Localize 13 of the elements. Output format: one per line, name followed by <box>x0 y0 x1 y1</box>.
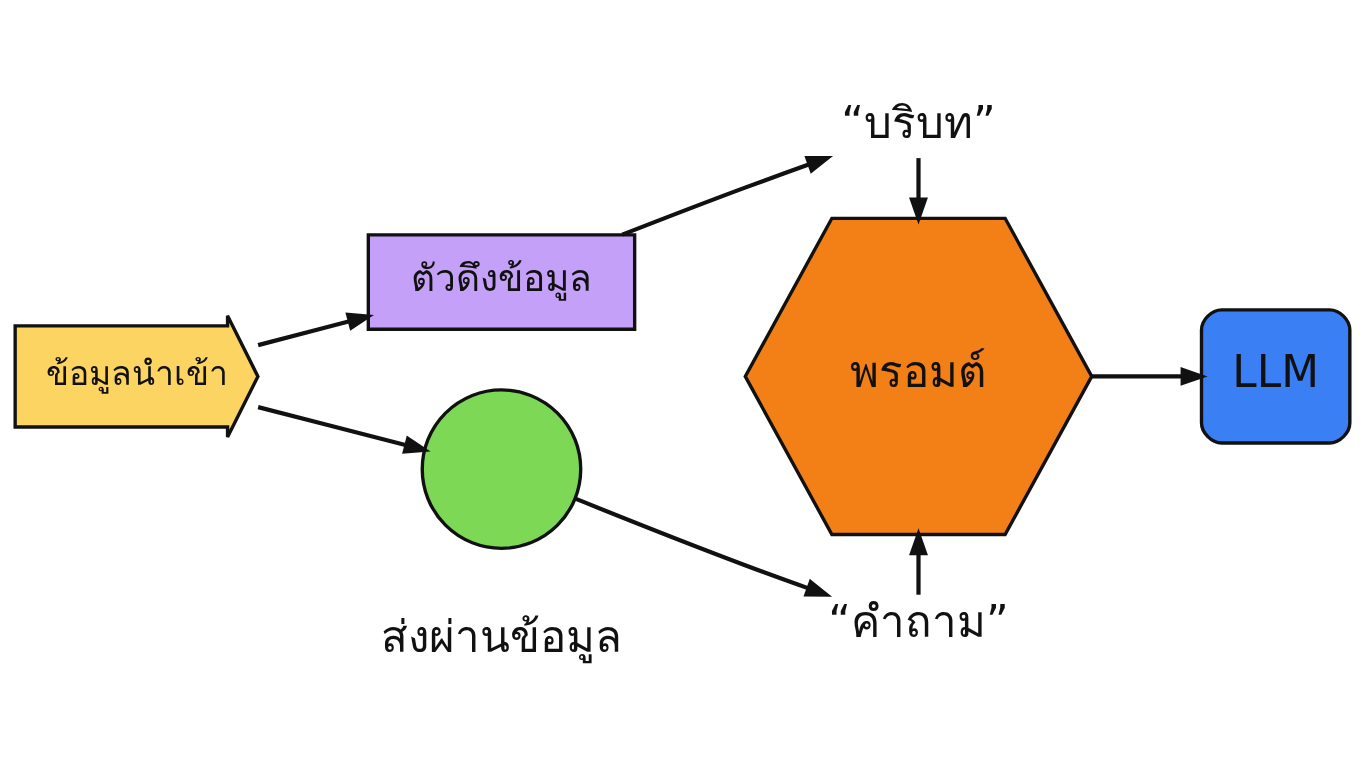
arrow <box>257 405 431 454</box>
node-circle <box>420 388 583 551</box>
arrow <box>621 155 834 237</box>
arrow <box>257 312 374 348</box>
arrow <box>1091 366 1208 386</box>
arrow <box>909 158 928 225</box>
node-label: ส่งผ่านข้อมูล <box>380 610 622 662</box>
node-text: “บริบท” <box>841 96 996 148</box>
node-box: LLM <box>1199 308 1352 445</box>
arrow <box>909 528 928 595</box>
arrow <box>574 496 833 597</box>
node-text: “คำถาม” <box>828 595 1009 647</box>
node-box: ตัวดึงข้อมูล <box>366 233 637 331</box>
